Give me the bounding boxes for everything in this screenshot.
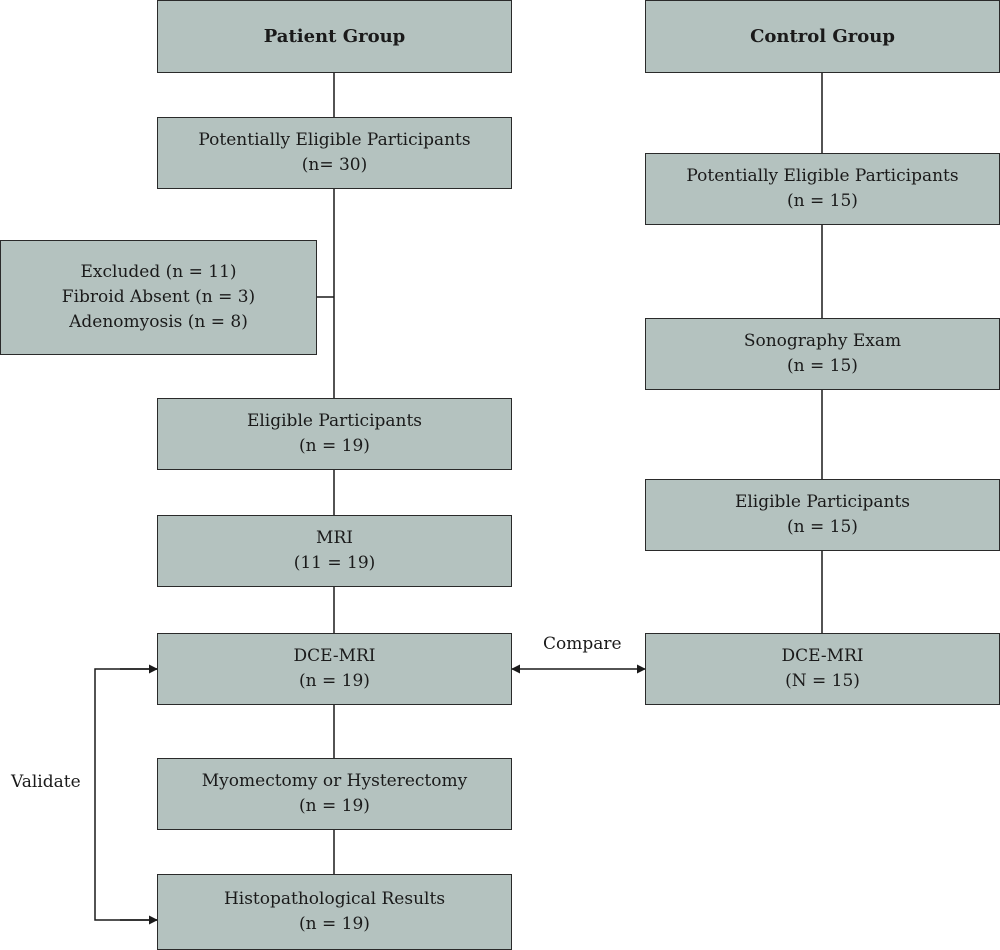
patient-dce-mri-count: (n = 19): [299, 671, 370, 691]
patient-mri-box: MRI (11 = 19): [157, 515, 512, 587]
surgery-box: Myomectomy or Hysterectomy (n = 19): [157, 758, 512, 830]
excluded-box: Excluded (n = 11) Fibroid Absent (n = 3)…: [0, 240, 317, 355]
patient-eligible-count: (n = 19): [299, 436, 370, 456]
excluded-total: Excluded (n = 11): [80, 262, 237, 282]
surgery-label: Myomectomy or Hysterectomy: [201, 771, 468, 791]
patient-dce-mri-box: DCE-MRI (n = 19): [157, 633, 512, 705]
patient-potential-box: Potentially Eligible Participants (n= 30…: [157, 117, 512, 189]
patient-mri-label: MRI: [316, 528, 353, 548]
patient-eligible-label: Eligible Participants: [246, 411, 423, 431]
patient-potential-count: (n= 30): [301, 155, 368, 175]
compare-label: Compare: [543, 634, 622, 654]
control-group-header: Control Group: [645, 0, 1000, 73]
control-eligible-label: Eligible Participants: [734, 492, 911, 512]
excluded-fibroid-absent: Fibroid Absent (n = 3): [61, 287, 256, 307]
sonography-box: Sonography Exam (n = 15): [645, 318, 1000, 390]
patient-potential-label: Potentially Eligible Participants: [198, 130, 471, 150]
control-potential-box: Potentially Eligible Participants (n = 1…: [645, 153, 1000, 225]
validate-label: Validate: [11, 772, 81, 792]
sonography-count: (n = 15): [787, 356, 858, 376]
patient-eligible-box: Eligible Participants (n = 19): [157, 398, 512, 470]
control-potential-label: Potentially Eligible Participants: [686, 166, 959, 186]
surgery-count: (n = 19): [299, 796, 370, 816]
control-group-title: Control Group: [750, 26, 895, 47]
control-dce-mri-box: DCE-MRI (N = 15): [645, 633, 1000, 705]
control-dce-mri-count: (N = 15): [785, 671, 860, 691]
patient-mri-count: (11 = 19): [293, 553, 376, 573]
validate-bracket: [94, 668, 157, 921]
control-eligible-box: Eligible Participants (n = 15): [645, 479, 1000, 551]
control-potential-count: (n = 15): [787, 191, 858, 211]
histopathology-box: Histopathological Results (n = 19): [157, 874, 512, 950]
patient-group-header: Patient Group: [157, 0, 512, 73]
patient-group-title: Patient Group: [263, 26, 406, 47]
control-eligible-count: (n = 15): [787, 517, 858, 537]
histopathology-count: (n = 19): [299, 914, 370, 934]
control-dce-mri-label: DCE-MRI: [781, 646, 864, 666]
patient-dce-mri-label: DCE-MRI: [293, 646, 376, 666]
excluded-adenomyosis: Adenomyosis (n = 8): [69, 312, 248, 332]
sonography-label: Sonography Exam: [743, 331, 902, 351]
histopathology-label: Histopathological Results: [223, 889, 446, 909]
